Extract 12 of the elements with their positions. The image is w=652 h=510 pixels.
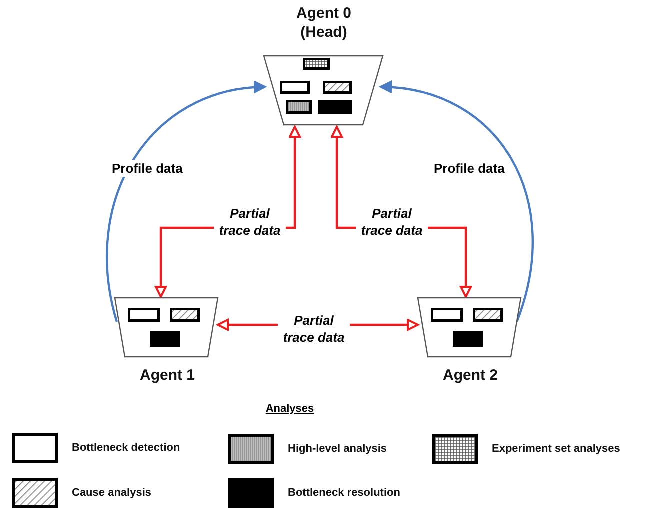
- arrow: [106, 82, 266, 322]
- legend-text: High-level analysis: [288, 442, 388, 457]
- agent-label: Agent 2: [442, 366, 498, 385]
- legend-text: Bottleneck detection: [72, 440, 180, 456]
- agent-label: Agent 0 (Head): [295, 4, 352, 42]
- legend-text: Cause analysis: [72, 486, 152, 501]
- legend-text: Bottleneck resolution: [288, 486, 400, 501]
- agent-label: Agent 1: [140, 366, 195, 385]
- edge-label: Profile data: [110, 160, 185, 177]
- arrow: [380, 82, 534, 322]
- legend-text: Experiment set analyses: [492, 442, 620, 457]
- legend-heading: Analyses: [266, 403, 314, 415]
